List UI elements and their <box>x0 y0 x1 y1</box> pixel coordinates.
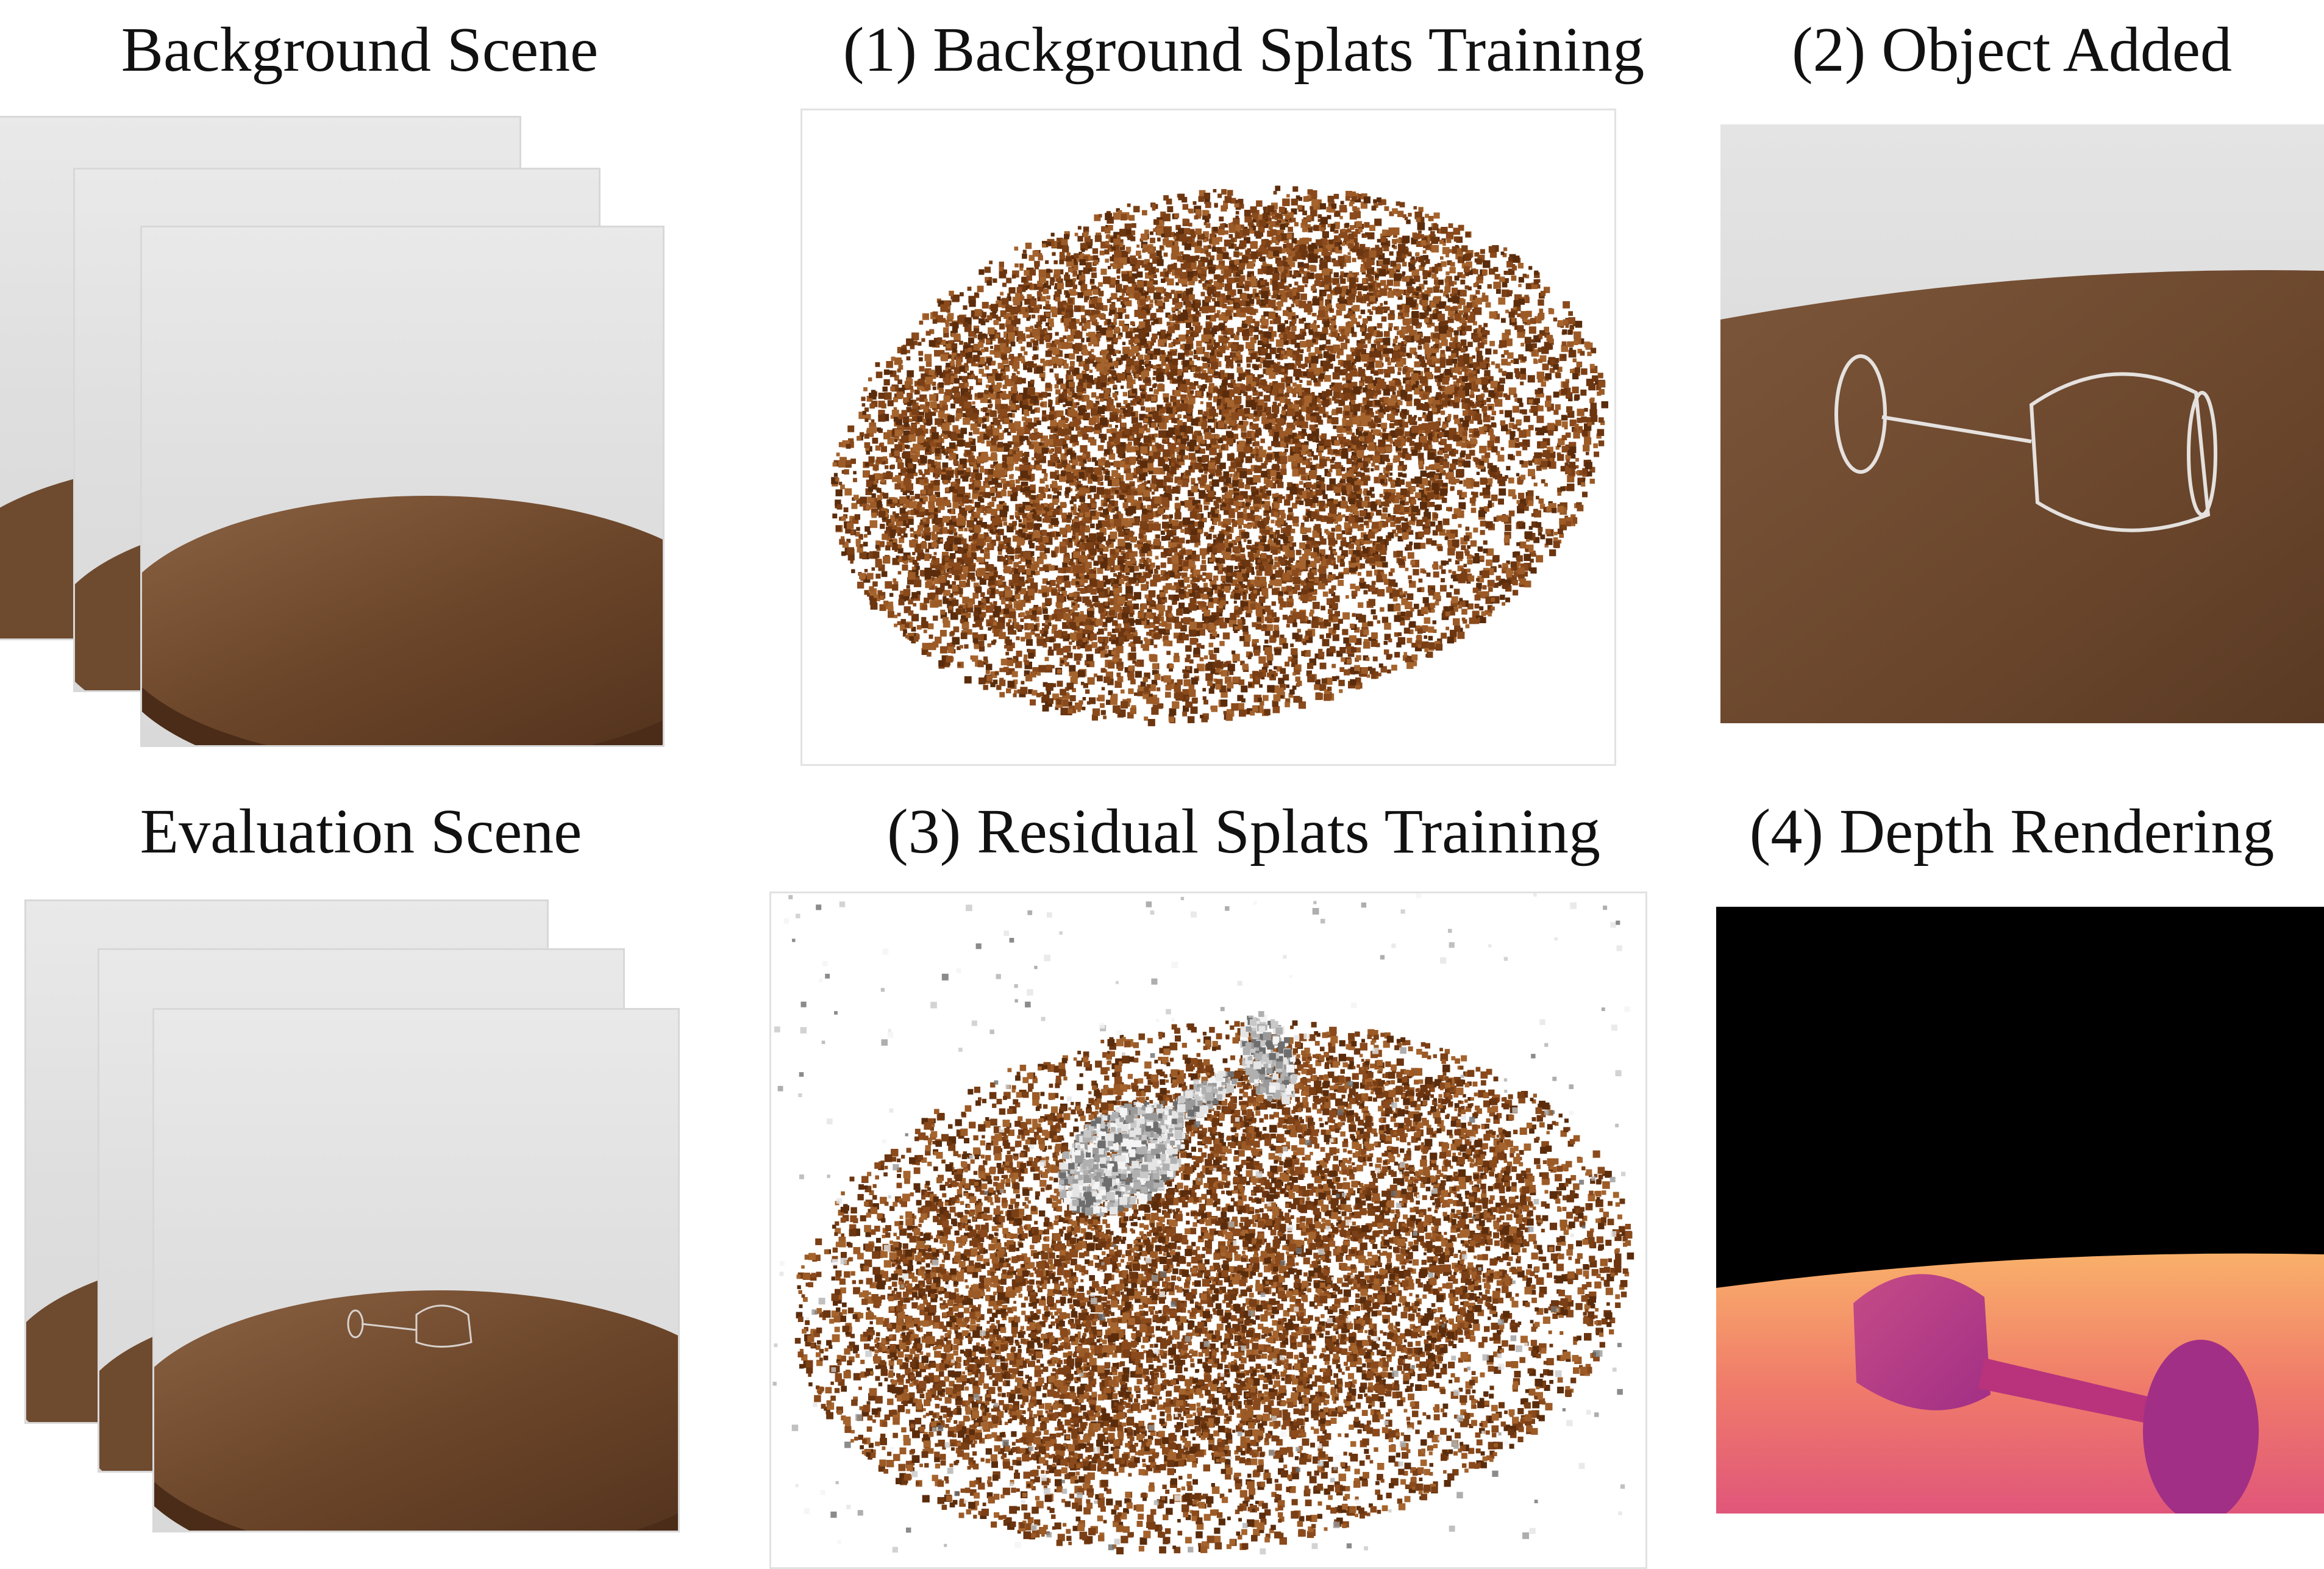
depth-rendering-image <box>1716 907 2324 1514</box>
wine-glass <box>1834 354 2217 532</box>
depth-rendering-title: (4) Depth Rendering <box>1750 800 2275 863</box>
background-splats-cloud <box>831 185 1608 726</box>
background-scene-title: Background Scene <box>121 18 599 82</box>
depth-wine-glass <box>1853 1274 2259 1514</box>
residual-wine-glass-splats <box>1058 1011 1298 1217</box>
residual-splats-panel <box>769 892 1647 1569</box>
background-splats-title: (1) Background Splats Training <box>843 18 1644 82</box>
background-image-front <box>140 226 665 747</box>
object-added-title: (2) Object Added <box>1792 18 2232 82</box>
evaluation-scene-stack <box>0 899 683 1546</box>
background-scene-stack <box>0 116 671 750</box>
residual-splats-cloud <box>772 893 1634 1555</box>
residual-splats-title: (3) Residual Splats Training <box>887 800 1600 863</box>
evaluation-image-front <box>152 1008 680 1532</box>
evaluation-scene-title: Evaluation Scene <box>140 800 582 863</box>
object-added-image <box>1720 124 2324 723</box>
background-splats-panel <box>800 109 1616 766</box>
wine-glass-small <box>347 1304 472 1348</box>
